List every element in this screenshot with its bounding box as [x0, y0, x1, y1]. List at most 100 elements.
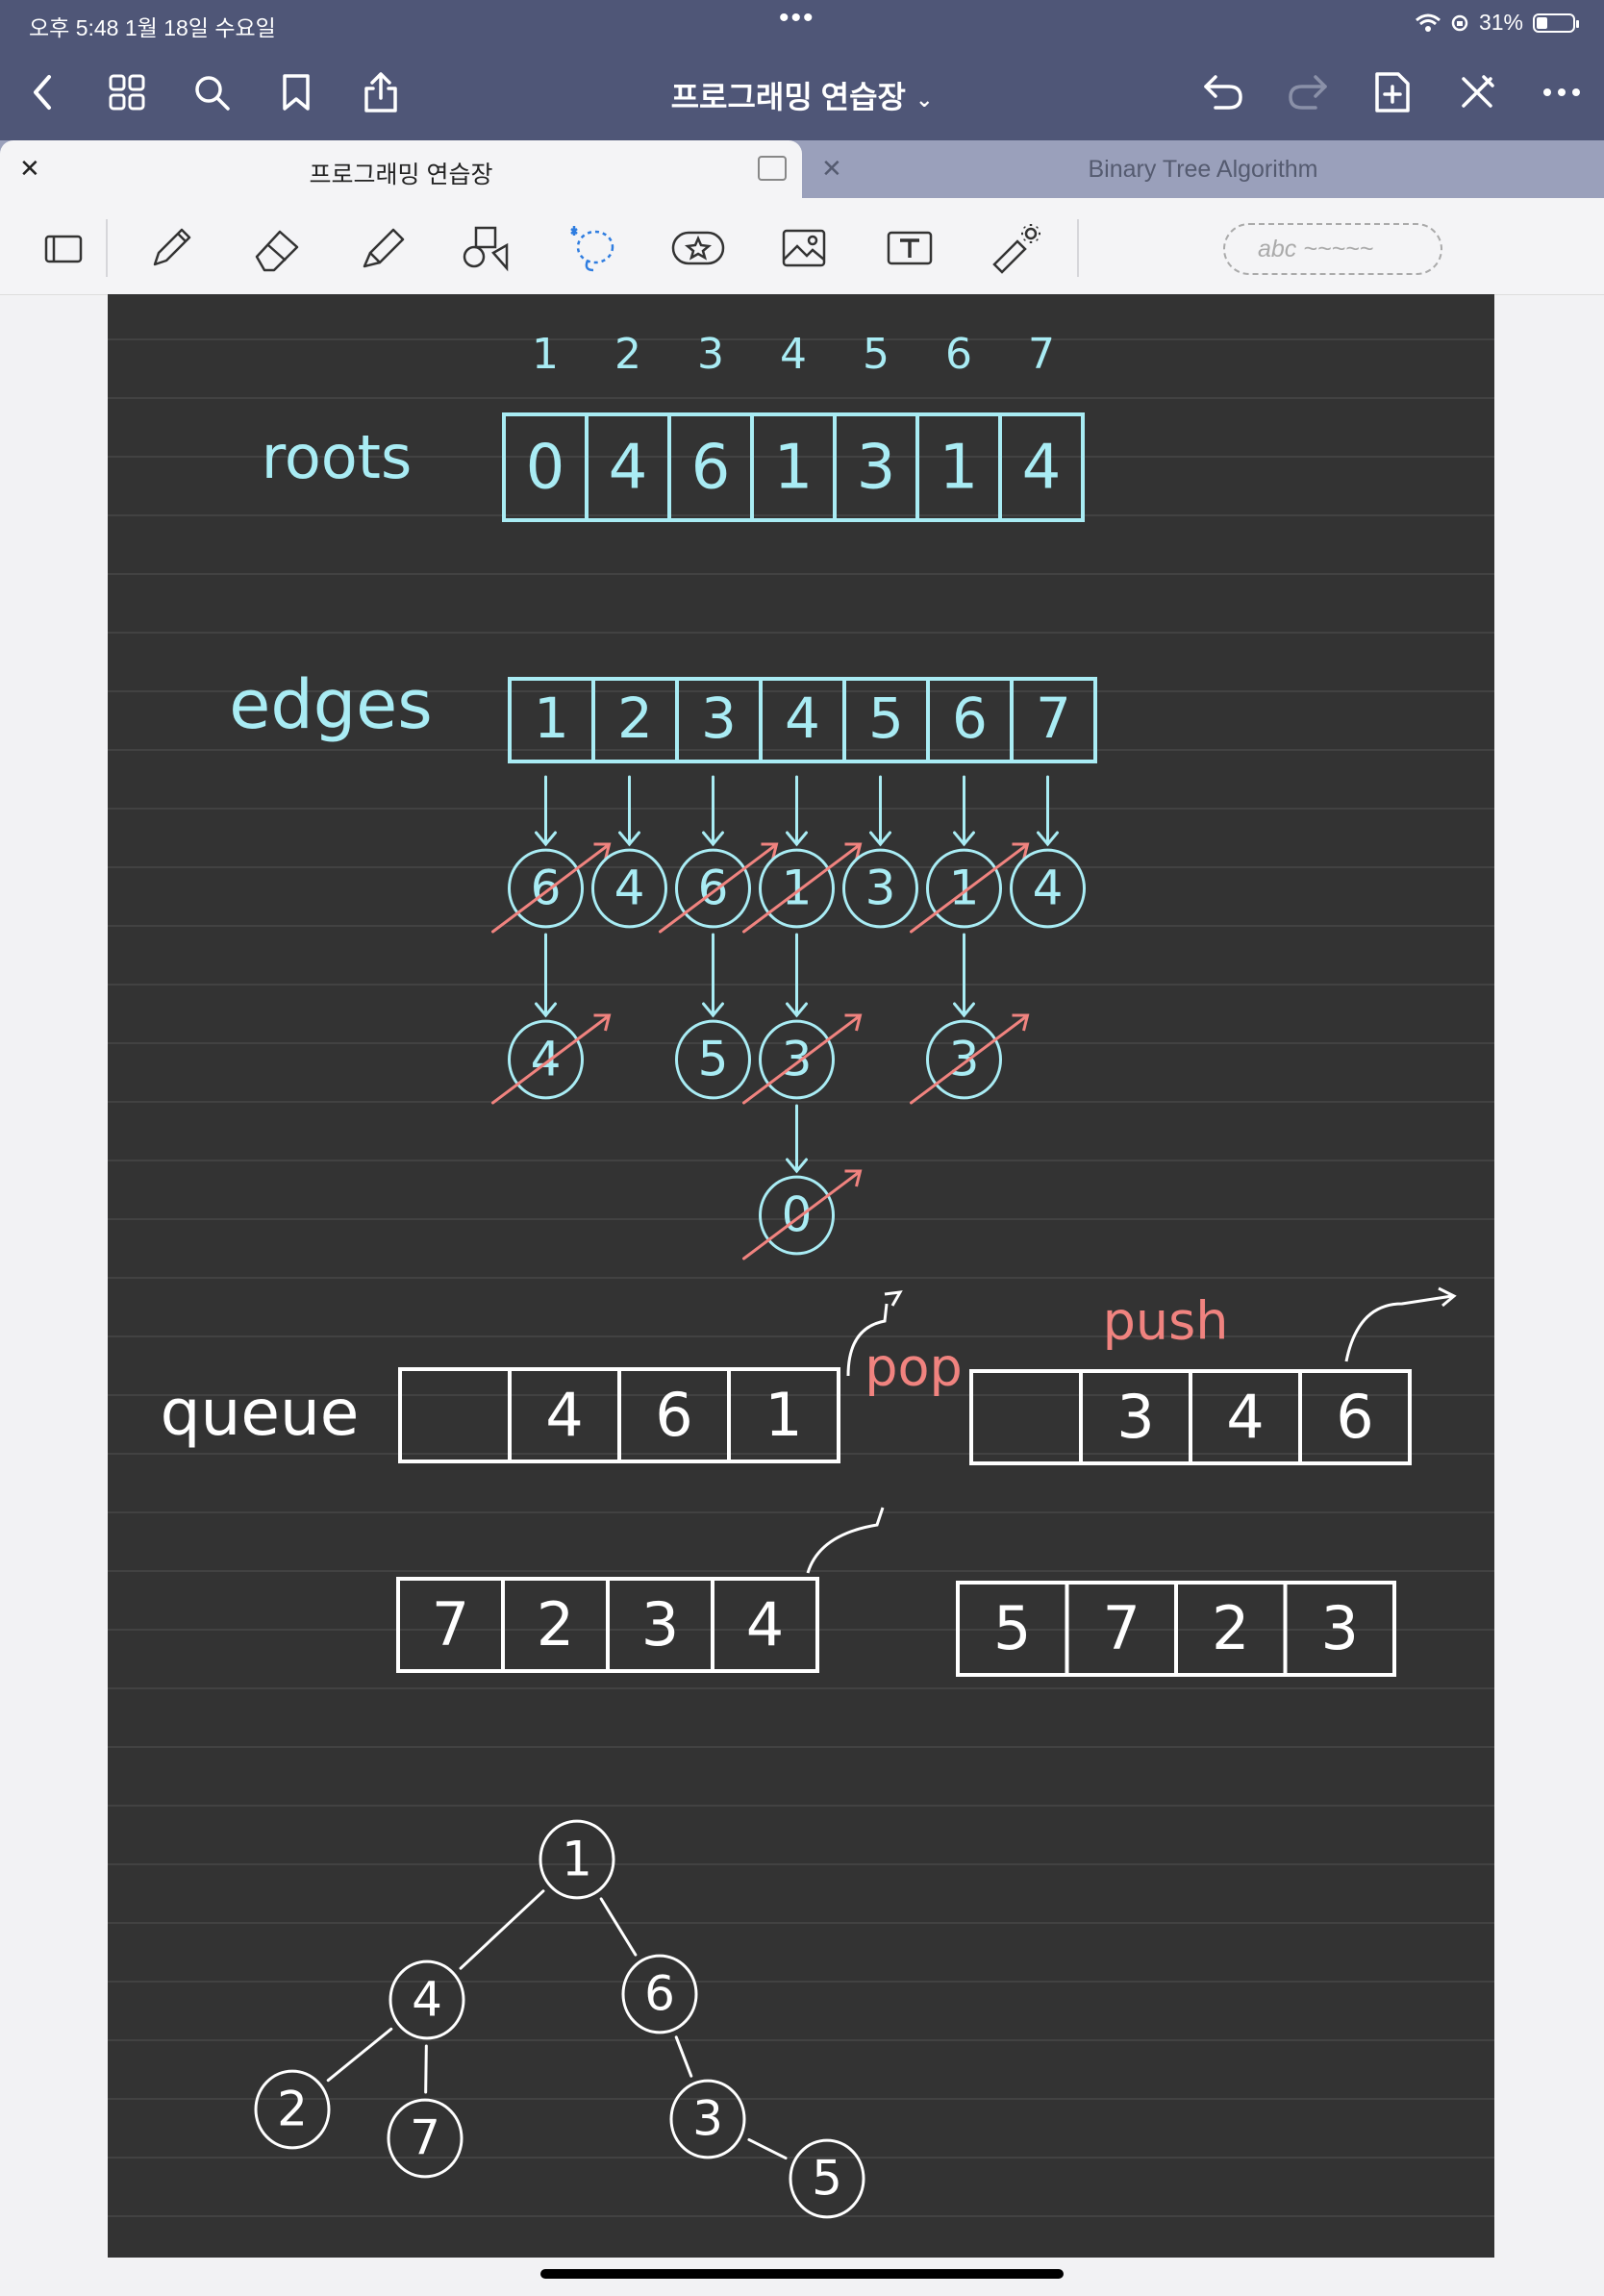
split-view-icon[interactable]	[758, 156, 787, 181]
tree-edge	[326, 2027, 393, 2083]
status-time: 오후 5:48 1월 18일 수요일	[29, 15, 276, 40]
roots-label: roots	[262, 422, 413, 492]
pen-icon[interactable]	[142, 219, 200, 277]
image-icon[interactable]	[775, 219, 833, 277]
close-tab-icon[interactable]: ✕	[19, 154, 40, 183]
queue-value: 4	[746, 1589, 784, 1660]
disable-pen-icon[interactable]	[1450, 65, 1504, 119]
arrow-head	[702, 831, 724, 847]
arrow-head	[953, 1002, 975, 1018]
laser-pointer-icon[interactable]	[987, 219, 1044, 277]
roots-value: 0	[526, 433, 565, 504]
arrow-head	[786, 831, 808, 847]
undo-icon[interactable]	[1196, 65, 1250, 119]
more-options-icon[interactable]	[1535, 65, 1589, 119]
edge-node-value: 4	[614, 861, 645, 916]
edges-array	[508, 677, 1097, 763]
strike-arrow	[910, 843, 1028, 934]
elements-sticker-icon[interactable]	[669, 219, 727, 277]
tree-node	[669, 2079, 746, 2159]
highlighter-icon[interactable]	[354, 219, 412, 277]
tree-edge	[459, 1889, 545, 1970]
strike-arrow-head	[844, 842, 863, 861]
edges-value: 2	[617, 686, 653, 751]
edges-value: 6	[952, 686, 988, 751]
edge-node	[759, 848, 835, 929]
tree-node-value: 3	[692, 2091, 723, 2147]
edge-node	[926, 848, 1002, 929]
chevron-down-icon: ⌄	[915, 87, 934, 112]
bookmark-icon[interactable]	[269, 65, 323, 119]
battery-percent: 31%	[1478, 10, 1523, 35]
edges-value: 3	[701, 686, 737, 751]
pop-label: pop	[865, 1337, 963, 1398]
roots-value: 6	[691, 433, 731, 504]
tree-node	[387, 2098, 464, 2179]
tree-edge	[747, 2137, 788, 2160]
redo-icon[interactable]	[1281, 65, 1335, 119]
lasso-icon[interactable]	[564, 219, 621, 277]
page-layout-icon[interactable]	[35, 219, 92, 277]
navigation-bar: 프로그래밍 연습장⌄	[0, 48, 1604, 140]
wifi-icon	[1415, 13, 1441, 32]
eraser-icon[interactable]	[248, 219, 306, 277]
pop-arrow-head	[884, 1290, 903, 1307]
back-icon[interactable]	[15, 65, 69, 119]
orientation-lock-icon	[1451, 14, 1468, 31]
status-bar: 오후 5:48 1월 18일 수요일 ••• 31%	[0, 0, 1604, 48]
roots-index: 3	[697, 330, 724, 379]
arrow-head	[869, 831, 891, 847]
document-title[interactable]: 프로그래밍 연습장⌄	[670, 80, 934, 114]
document-tabs: ✕ 프로그래밍 연습장 ✕ Binary Tree Algorithm	[0, 140, 1604, 198]
edges-value: 7	[1036, 686, 1071, 751]
tree-node-value: 4	[412, 1972, 442, 2028]
arrow-head	[618, 831, 640, 847]
edge-node-value: 1	[782, 861, 813, 916]
tree-node	[254, 2069, 331, 2150]
thumbnails-grid-icon[interactable]	[100, 65, 154, 119]
strike-arrow	[910, 1014, 1028, 1105]
edge-node	[842, 848, 918, 929]
multitask-dots-icon[interactable]: •••	[779, 2, 815, 34]
tree-node-value: 6	[644, 1966, 675, 2022]
tree-node	[388, 1959, 465, 2040]
share-icon[interactable]	[354, 65, 408, 119]
edge-node	[591, 848, 667, 929]
roots-index: 7	[1028, 330, 1055, 379]
tree-edge	[674, 2035, 693, 2078]
close-tab-icon[interactable]: ✕	[821, 154, 842, 183]
strike-arrow-head	[844, 1013, 863, 1032]
tab-programming-practice[interactable]: ✕ 프로그래밍 연습장	[0, 140, 802, 198]
arrow-head	[1037, 831, 1059, 847]
queue-value: 1	[764, 1380, 802, 1450]
roots-index: 5	[863, 330, 890, 379]
queue-value: 7	[1103, 1593, 1140, 1663]
strike-arrow	[742, 1014, 861, 1105]
queue-value: 6	[655, 1380, 692, 1450]
shapes-icon[interactable]	[458, 219, 515, 277]
edge-node	[508, 1019, 584, 1100]
tree-node-value: 2	[277, 2082, 308, 2137]
edge-node	[675, 848, 751, 929]
edge-node-value: 6	[531, 861, 562, 916]
queue-value: 7	[432, 1589, 469, 1660]
roots-value: 1	[940, 433, 979, 504]
tree-node-value: 5	[812, 2151, 842, 2207]
edges-value: 5	[868, 686, 904, 751]
strike-arrow-head	[844, 1169, 863, 1187]
queue-value: 2	[537, 1589, 574, 1660]
search-icon[interactable]	[185, 65, 238, 119]
text-box-icon[interactable]	[881, 219, 939, 277]
drawing-toolbar: abc ~~~~~	[0, 198, 1604, 295]
home-indicator	[540, 2269, 1064, 2279]
roots-value: 4	[1022, 433, 1062, 504]
text-tool-placeholder[interactable]: abc ~~~~~	[1223, 223, 1442, 275]
edge-node-value: 1	[949, 861, 980, 916]
pop-arrow-2	[806, 1507, 885, 1574]
tab-binary-tree-algorithm[interactable]: ✕ Binary Tree Algorithm	[821, 154, 1318, 183]
add-page-icon[interactable]	[1366, 65, 1419, 119]
edge-node-value: 6	[698, 861, 729, 916]
edge-node	[759, 1019, 835, 1100]
